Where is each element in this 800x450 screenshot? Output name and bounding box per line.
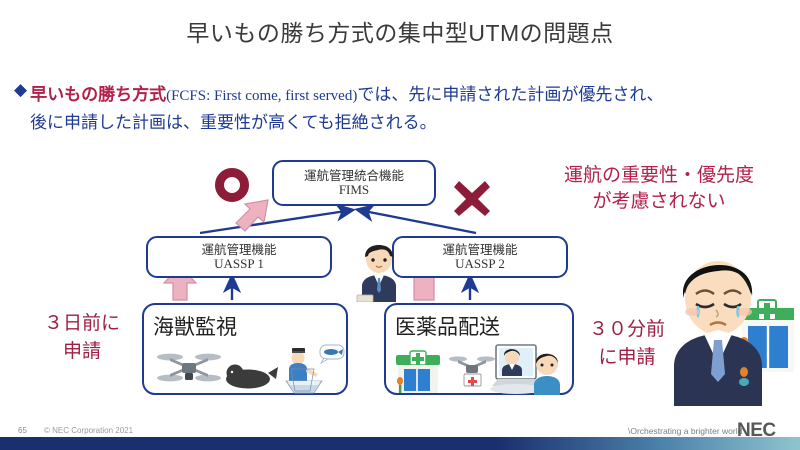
- mission-right-caption: 医薬品配送: [395, 316, 500, 339]
- pink-arrow-to-fims: [235, 199, 269, 232]
- box-uassp1[interactable]: 運航管理機能 UASSP 1: [146, 236, 332, 278]
- apply-right-label: ３０分前 に申請: [562, 316, 692, 371]
- cross-mark-rejected-icon: [454, 181, 490, 216]
- box-uassp2-line2: UASSP 2: [455, 255, 505, 271]
- marine-monitoring-illustration: [157, 344, 345, 394]
- apply-left-line1: ３日前に: [43, 313, 120, 334]
- bullet-line1-rest: では、先に申請された計画が優先され、: [357, 85, 664, 104]
- bullet-paragraph: ◆ 早いもの勝ち方式(FCFS: First come, first serve…: [14, 80, 789, 133]
- medicine-delivery-illustration: [396, 344, 560, 395]
- apply-left-label: ３日前に 申請: [22, 310, 142, 365]
- priority-not-considered-note: 運航の重要性・優先度 が考慮されない: [528, 163, 790, 214]
- box-uassp2-line1: 運航管理機能: [442, 242, 518, 257]
- mission-left-caption: 海獣監視: [153, 316, 237, 339]
- page-number: 65: [18, 426, 27, 435]
- sad-businessman-illustration: [674, 261, 794, 406]
- box-uassp1-line1: 運航管理機能: [201, 242, 277, 257]
- nec-tagline: \Orchestrating a brighter world: [628, 426, 743, 436]
- bullet-line2: 後に申請した計画は、重要性が高くても拒絶される。: [30, 113, 437, 132]
- bullet-fcfs-text: (FCFS: First come, first served): [166, 88, 358, 104]
- box-fims-line1: 運航管理統合機能: [303, 168, 404, 183]
- bullet-emphasis-text: 早いもの勝ち方式: [30, 85, 167, 104]
- apply-left-line2: 申請: [62, 340, 101, 362]
- box-mission-medicine-delivery[interactable]: 医薬品配送: [384, 303, 574, 395]
- page-title: 早いもの勝ち方式の集中型UTMの問題点: [186, 20, 614, 46]
- note-line1: 運航の重要性・優先度: [563, 165, 754, 186]
- apply-right-line2: に申請: [598, 346, 656, 368]
- circle-mark-accepted-icon: [215, 168, 249, 202]
- businessman-operator-illustration: [356, 245, 396, 302]
- box-fims-line2: FIMS: [338, 181, 370, 197]
- box-mission-marine-monitoring[interactable]: 海獣監視: [142, 303, 348, 395]
- note-line2: が考慮されない: [592, 190, 726, 212]
- box-fims[interactable]: 運航管理統合機能 FIMS: [272, 160, 436, 206]
- copyright-text: © NEC Corporation 2021: [44, 426, 134, 435]
- nec-logo: NEC: [737, 420, 776, 441]
- box-uassp2[interactable]: 運航管理機能 UASSP 2: [392, 236, 568, 278]
- footer-bar: [0, 437, 800, 450]
- apply-right-line1: ３０分前: [588, 319, 665, 340]
- box-uassp1-line2: UASSP 1: [214, 255, 264, 271]
- diamond-bullet-icon: ◆: [14, 80, 28, 99]
